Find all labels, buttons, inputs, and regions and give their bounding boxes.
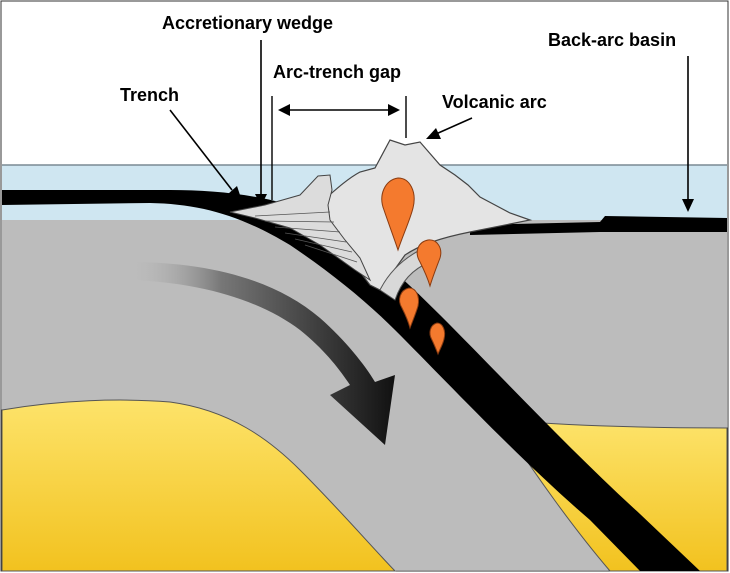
asthenosphere-left bbox=[1, 399, 397, 572]
volcanic-arc-label: Volcanic arc bbox=[442, 92, 547, 112]
volcanic-arc-pointer bbox=[435, 117, 473, 135]
volcanic-arc-pointer-head bbox=[426, 128, 441, 139]
trench-pointer bbox=[169, 109, 233, 191]
magma-blob bbox=[429, 322, 446, 356]
magma-blob bbox=[416, 239, 442, 288]
back-arc-basin-pointer-head bbox=[682, 199, 694, 212]
gap-arrowhead-right bbox=[388, 104, 400, 116]
back-arc-basin-label: Back-arc basin bbox=[548, 30, 676, 50]
accretionary-wedge-pointer-head bbox=[255, 194, 267, 206]
overriding-plate bbox=[470, 216, 727, 235]
trench-pointer-head bbox=[228, 186, 242, 201]
accretionary-wedge-label: Accretionary wedge bbox=[162, 13, 333, 33]
wedge-strata bbox=[254, 211, 358, 263]
plate-motion-arrow bbox=[128, 262, 395, 445]
accretionary-wedge bbox=[229, 174, 372, 282]
gap-arrowhead-left bbox=[278, 104, 290, 116]
magma-chamber bbox=[381, 177, 415, 252]
arc-trench-gap-label: Arc-trench gap bbox=[273, 62, 401, 82]
trench-label: Trench bbox=[120, 85, 179, 105]
magma-blob bbox=[399, 287, 419, 330]
